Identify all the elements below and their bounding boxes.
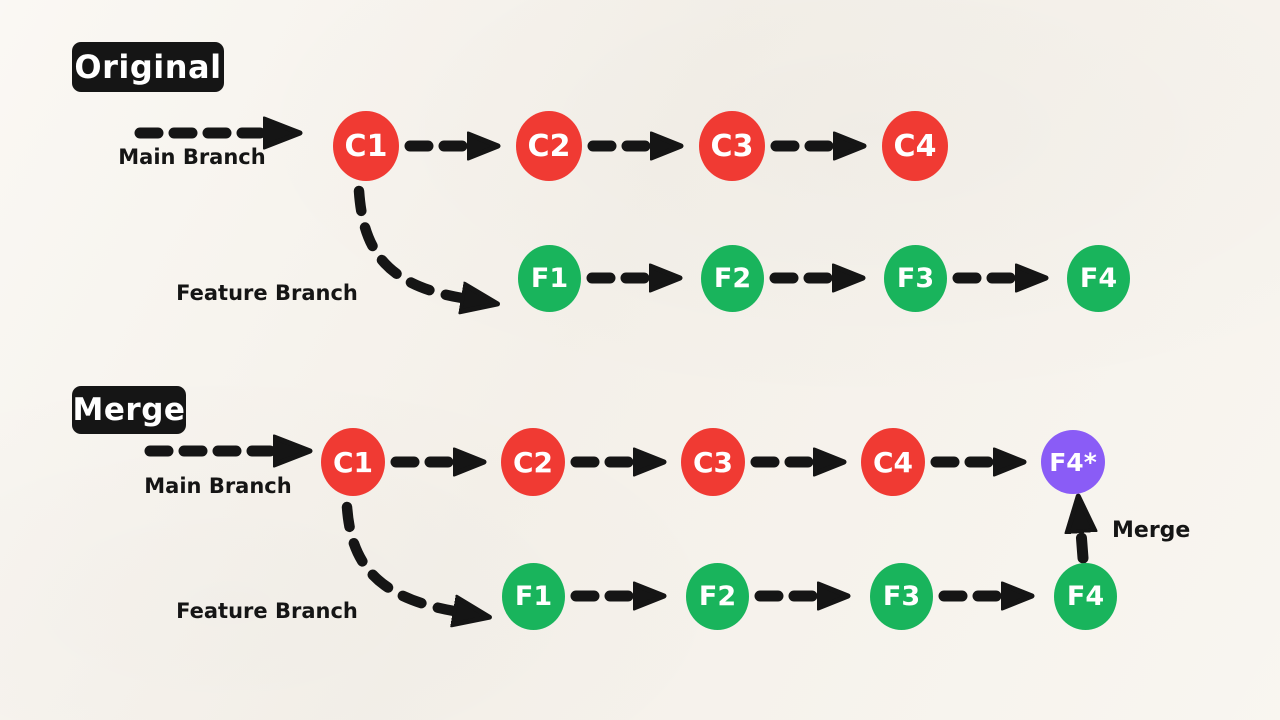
node-original-c4: C4	[882, 111, 948, 181]
node-merge-c2: C2	[501, 428, 565, 496]
original-main-branch-label: Main Branch	[118, 145, 266, 169]
merge-title-text: Merge	[72, 392, 186, 428]
node-original-c2: C2	[516, 111, 582, 181]
node-merge-c4: C4	[861, 428, 925, 496]
node-original-f2: F2	[701, 245, 764, 312]
node-original-c1: C1	[333, 111, 399, 181]
branch-curve-merge-c1-f1	[341, 501, 454, 611]
merge-feature-branch-label: Feature Branch	[176, 599, 358, 623]
original-title-text: Original	[74, 48, 222, 86]
node-original-f4: F4	[1067, 245, 1130, 312]
node-original-c3: C3	[699, 111, 765, 181]
node-merge-f2: F2	[686, 563, 749, 630]
merge-up-arrow-f4-f4star	[1081, 532, 1083, 564]
branch-curve-original-c1-f1	[353, 185, 462, 298]
original-title-badge: Original	[72, 42, 224, 92]
merge-arrow-label: Merge	[1112, 518, 1191, 543]
node-original-f3: F3	[884, 245, 947, 312]
node-merge-c1: C1	[321, 428, 385, 496]
merge-title-badge: Merge	[72, 386, 186, 434]
node-merge-f1: F1	[502, 563, 565, 630]
node-merge-f3: F3	[870, 563, 933, 630]
node-merge-c3: C3	[681, 428, 745, 496]
node-merge-f4: F4	[1054, 563, 1117, 630]
merge-main-branch-label: Main Branch	[144, 474, 292, 498]
original-feature-branch-label: Feature Branch	[176, 281, 358, 305]
node-original-f1: F1	[518, 245, 581, 312]
node-merge-f4star: F4*	[1041, 430, 1105, 494]
